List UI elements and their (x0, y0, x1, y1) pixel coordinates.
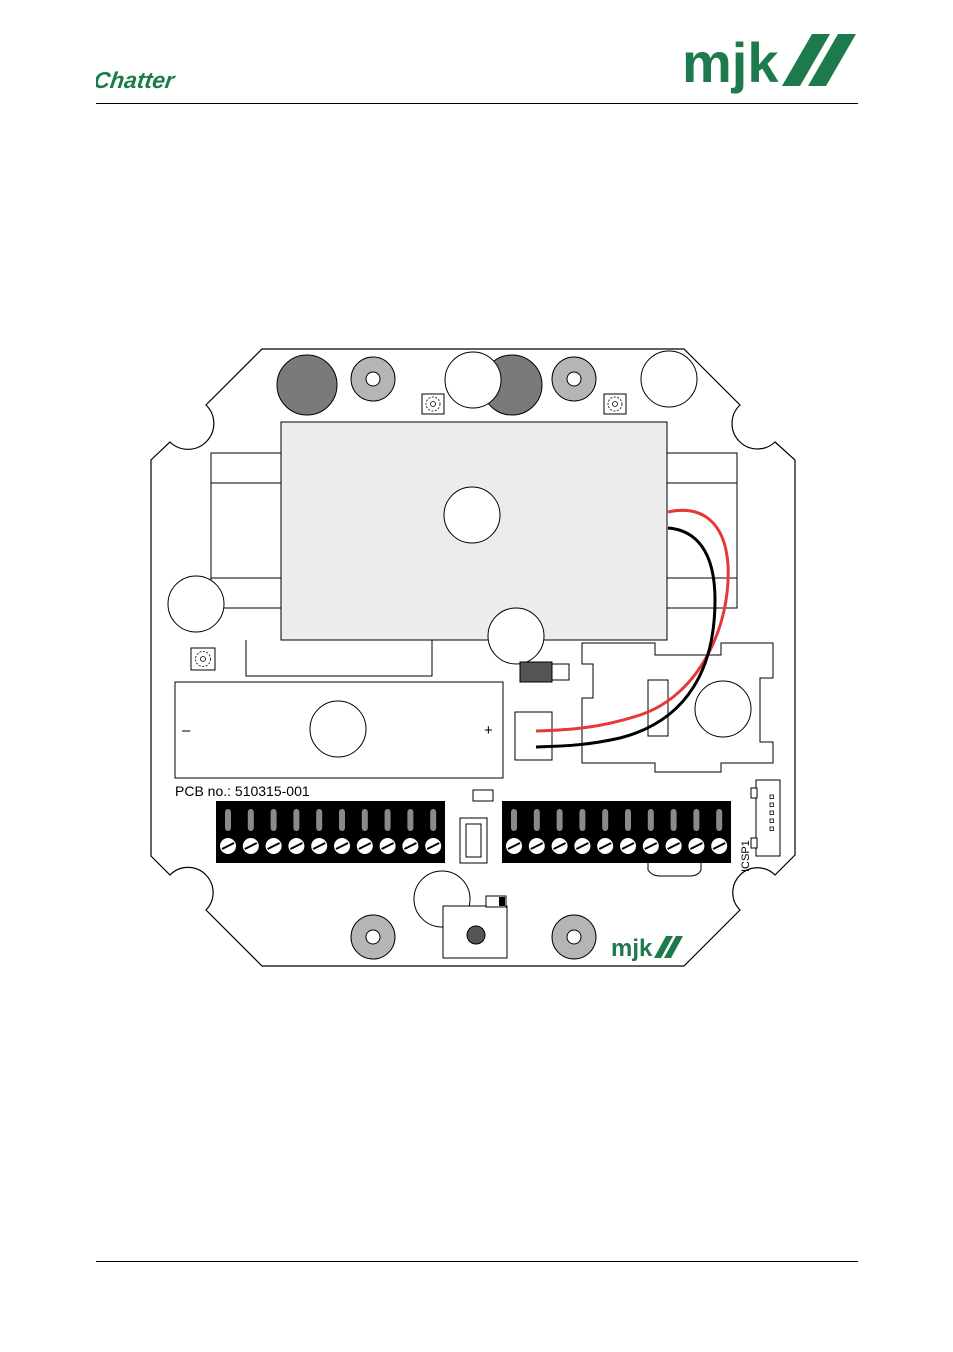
footer-rule (96, 1261, 858, 1262)
dark-component (520, 662, 552, 682)
terminal-contact (602, 809, 608, 831)
terminal-contact (339, 809, 345, 831)
led-pad (473, 790, 493, 801)
wire-connector (515, 712, 552, 760)
terminal-contact (271, 809, 277, 831)
trimmer-1 (422, 394, 444, 414)
terminal-contact (557, 809, 563, 831)
battery-center-disc (310, 701, 366, 757)
module-screw-hole (444, 487, 500, 543)
terminal-contact (579, 809, 585, 831)
terminal-contact (671, 809, 677, 831)
mount-hole-bottom-2-center (567, 930, 581, 944)
terminal-contact (225, 809, 231, 831)
left-disc (168, 576, 224, 632)
middle-connector (460, 818, 487, 863)
white-disc-top-middle (445, 352, 501, 408)
dark-disc-top-left (277, 355, 337, 415)
terminal-contact (385, 809, 391, 831)
pcb-number-label: PCB no.: 510315-001 (175, 783, 310, 799)
terminal-contact (293, 809, 299, 831)
terminal-contact (511, 809, 517, 831)
terminal-contact (534, 809, 540, 831)
mount-hole-top-2-center (567, 372, 581, 386)
module-bottom-disc (488, 608, 544, 664)
terminal-contact (716, 809, 722, 831)
mount-hole-top-1-center (366, 372, 380, 386)
dark-component-pad (552, 664, 569, 680)
right-bracket-disc (695, 681, 751, 737)
terminal-contact (362, 809, 368, 831)
white-disc-top-right (641, 351, 697, 407)
battery-minus-label: – (182, 722, 191, 739)
trimmer-2 (604, 394, 626, 414)
terminal-contact (430, 809, 436, 831)
mount-hole-bottom-1-center (366, 930, 380, 944)
terminal-contact (248, 809, 254, 831)
terminal-contact (407, 809, 413, 831)
terminal-contact (693, 809, 699, 831)
icsp-label: ICSP1 (740, 840, 752, 872)
trimmer-3 (191, 648, 215, 670)
board-mjk-logo-text: mjk (611, 935, 653, 962)
terminal-contact (316, 809, 322, 831)
terminal-contact (625, 809, 631, 831)
terminal-contact (648, 809, 654, 831)
battery-plus-label: + (484, 722, 493, 739)
